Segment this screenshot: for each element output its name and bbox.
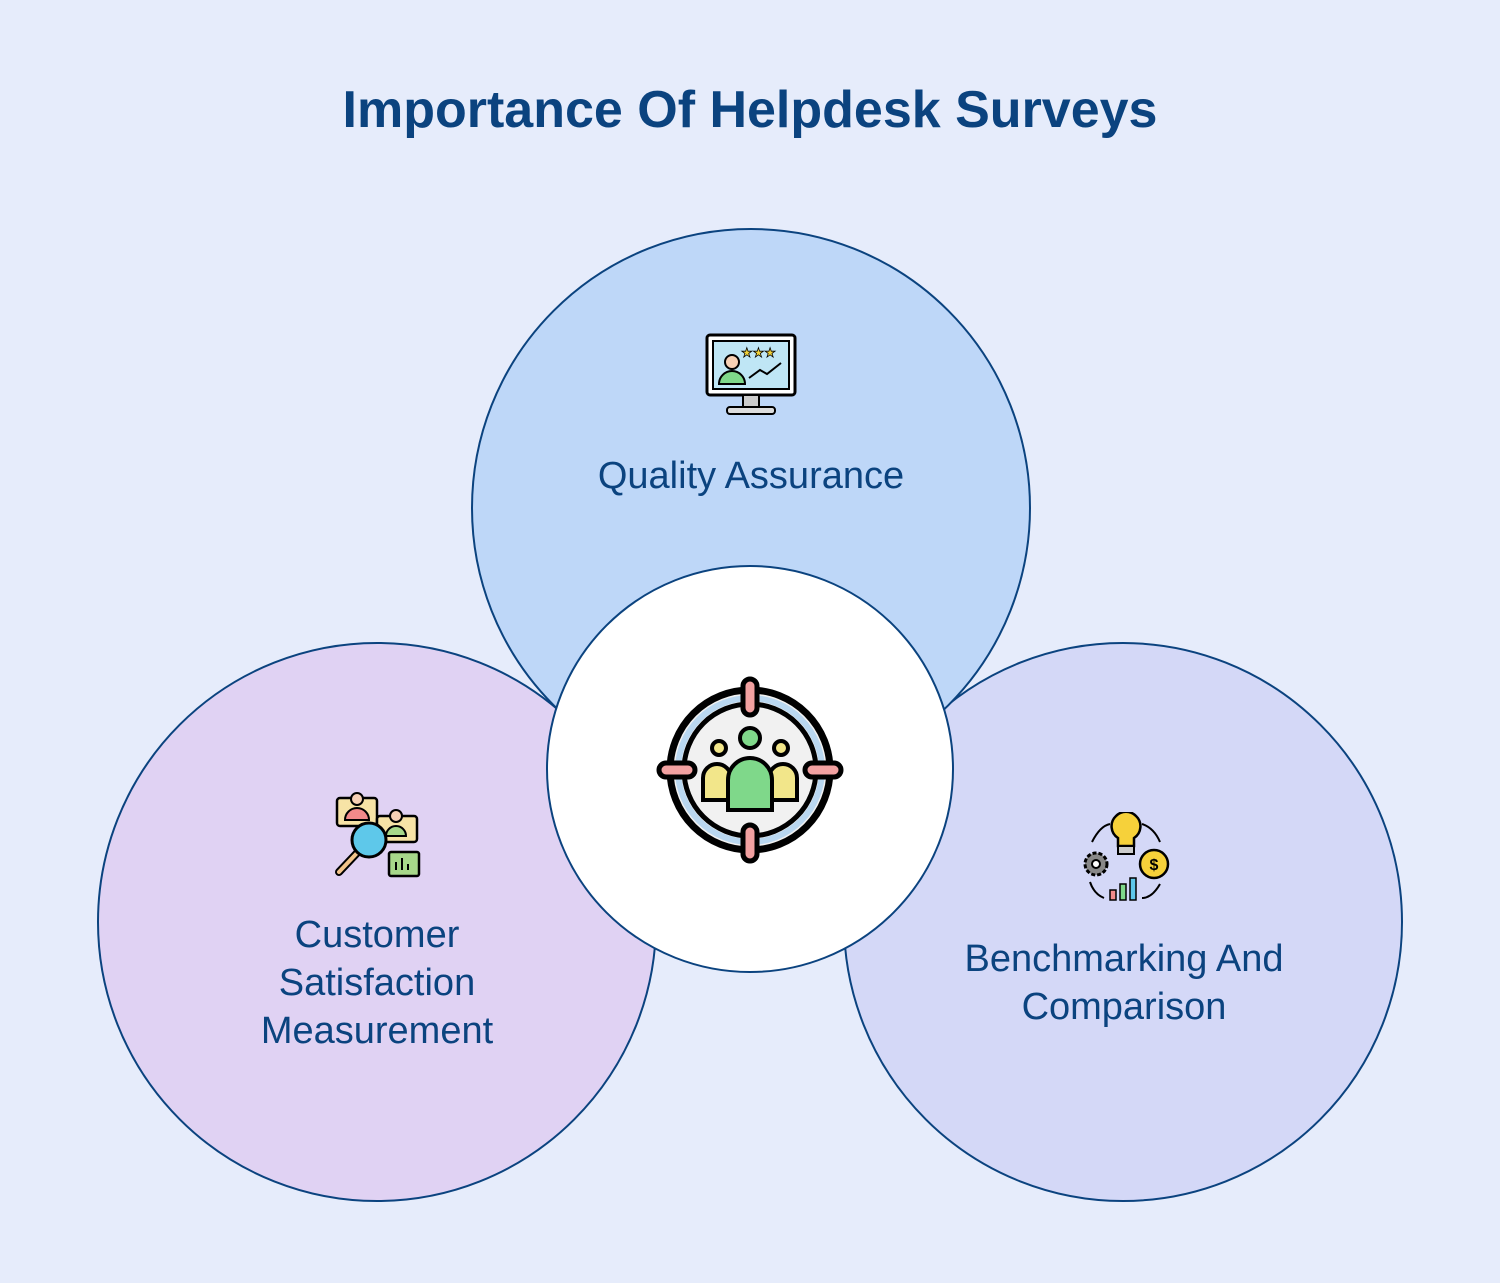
label-line: Comparison — [1021, 986, 1227, 1028]
svg-text:$: $ — [1150, 857, 1159, 874]
label-line: Benchmarking And — [964, 938, 1284, 980]
magnifier-users-icon — [335, 792, 421, 878]
idea-gear-money-icon: $ — [1083, 812, 1170, 901]
page-title: Importance Of Helpdesk Surveys — [342, 81, 1158, 139]
monitor-rating-icon: ★★★ — [705, 333, 797, 415]
label-benchmarking: Benchmarking And Comparison — [880, 935, 1368, 1031]
label-line: Customer — [294, 914, 460, 956]
label-quality-assurance: Quality Assurance — [597, 455, 905, 497]
label-line: Satisfaction — [278, 962, 476, 1004]
label-customer-satisfaction: Customer Satisfaction Measurement — [160, 911, 594, 1055]
svg-text:★★★: ★★★ — [741, 345, 776, 360]
target-group-icon — [656, 676, 844, 864]
label-line: Measurement — [260, 1010, 494, 1052]
